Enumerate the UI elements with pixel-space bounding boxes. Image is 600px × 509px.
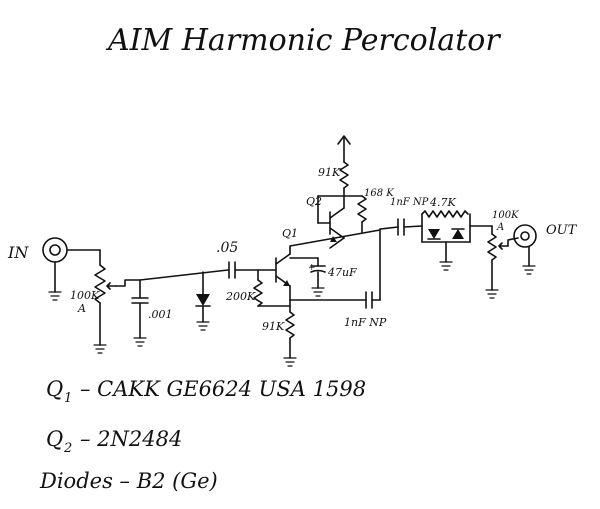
cap-input-label: .05	[216, 240, 238, 256]
pot-out-value-label: 100K	[492, 210, 519, 221]
note-q1-sub: 1	[64, 391, 72, 406]
ground-symbol-pot-in	[93, 344, 107, 354]
cap-emitter-plate-bottom	[310, 269, 326, 273]
cap-output-label: 1nF NP	[390, 197, 429, 208]
note-q2-name: Q	[46, 427, 63, 451]
input-label: IN	[7, 243, 29, 262]
transistor-q1	[275, 253, 291, 287]
res-q1-emitter	[285, 311, 295, 339]
ground-symbol-q1-emitter	[283, 357, 297, 367]
output-jack	[513, 224, 537, 267]
diode-clip-a	[428, 229, 440, 239]
schematic-title: AIM Harmonic Percolator	[105, 23, 501, 58]
input-jack	[42, 237, 68, 293]
res-diode	[421, 210, 469, 218]
cap-emitter-plus: +	[308, 263, 316, 273]
pot-out-wiper	[498, 242, 509, 250]
pot-in-value-label: 100K	[70, 289, 100, 302]
pot-in-wiper	[106, 282, 117, 290]
cap-emitter-label: 47uF	[327, 266, 357, 279]
note-q2-sub: 2	[63, 441, 72, 456]
res-bias-label: 200K	[225, 290, 256, 303]
wire-wiper-to-bus	[115, 269, 229, 287]
q1-label: Q1	[282, 227, 298, 240]
res-q2-top	[339, 161, 349, 189]
transistor-q2	[329, 207, 345, 249]
ground-symbol-shunt-cap	[133, 337, 147, 347]
cap-feedback-label: 1nF NP	[344, 316, 387, 329]
ground-symbol-out-pot	[485, 289, 499, 299]
ground-symbol-in-jack	[48, 291, 62, 301]
ground-symbol-emitter-cap	[311, 287, 325, 297]
res-collector	[357, 195, 367, 223]
pot-out-taper-label: A	[496, 222, 504, 233]
res-bias	[253, 279, 263, 307]
wire-out-cap-to-diodes	[403, 225, 423, 228]
res-q1-emitter-label: 91K	[262, 320, 285, 333]
diode-input	[196, 294, 210, 306]
note-q1-name: Q	[46, 377, 63, 401]
output-label: OUT	[546, 223, 578, 238]
note-q2-desc: – 2N2484	[80, 427, 182, 451]
note-q1: Q 1 – CAKK GE6624 USA 1598	[46, 377, 366, 406]
ground-symbol-out-jack	[522, 265, 536, 275]
note-q2: Q 2 – 2N2484	[46, 427, 182, 456]
ground-symbol-diodes	[439, 261, 453, 271]
res-q2-top-label: 91K	[318, 166, 341, 179]
res-diode-label: 4.7K	[429, 196, 456, 209]
pot-in-resistor	[94, 264, 106, 304]
wire-to-out-cap	[379, 226, 399, 230]
q2-label: Q2	[306, 195, 322, 208]
pot-out-resistor	[487, 233, 497, 261]
cap-shunt-label: .001	[148, 308, 173, 321]
ground-symbol-input-diode	[196, 321, 210, 331]
note-diodes: Diodes – B2 (Ge)	[39, 469, 218, 493]
supply-arrow-icon	[337, 135, 351, 145]
res-collector-label: 168 K	[364, 188, 394, 199]
wire-collector-bus	[289, 229, 381, 249]
note-q1-desc: – CAKK GE6624 USA 1598	[80, 377, 366, 401]
diode-clip-b	[452, 229, 464, 239]
pot-in-taper-label: A	[77, 302, 86, 315]
